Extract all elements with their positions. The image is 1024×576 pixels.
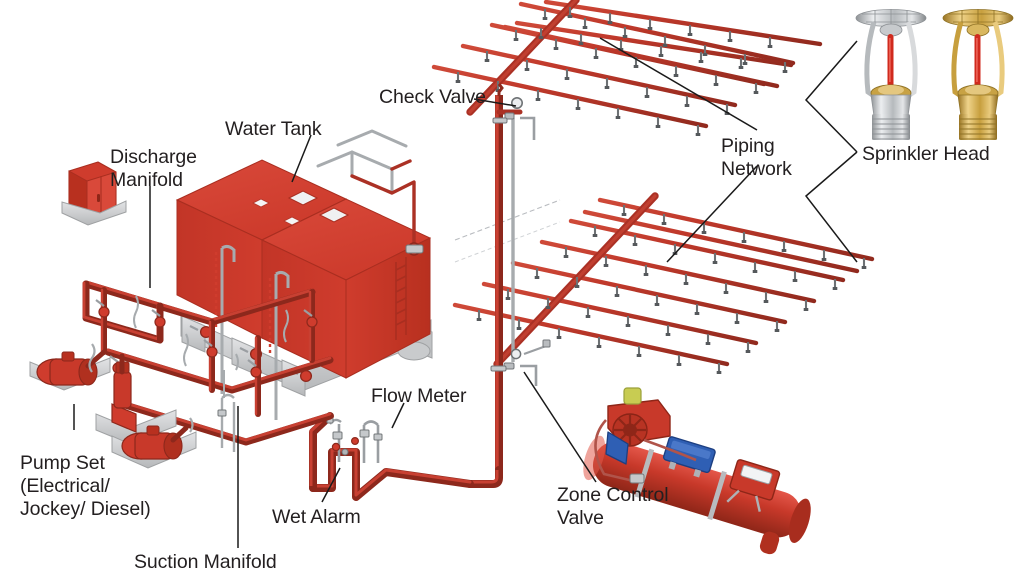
suction-gauges [217, 370, 236, 452]
label-suction-manifold: Suction Manifold [134, 551, 277, 573]
pump-set [29, 343, 197, 469]
brass-sprinkler-head [942, 9, 1014, 140]
label-sprinkler-head: Sprinkler Head [862, 143, 990, 165]
chrome-sprinkler-head [855, 9, 927, 140]
wet-alarm-valve-station [326, 417, 349, 462]
label-discharge-manifold: Discharge Manifold [110, 146, 197, 191]
riser-lower-fitting [490, 339, 551, 386]
label-zone-control-valve: Zone Control Valve [557, 484, 669, 529]
sprinkler-head-photos [843, 0, 1019, 140]
control-panel-cabinet [61, 161, 127, 226]
main-riser [466, 83, 523, 488]
flow-meter-assembly [351, 420, 383, 463]
label-water-tank: Water Tank [225, 118, 322, 140]
label-piping-network: Piping Network [721, 135, 792, 180]
leader-lines [73, 37, 858, 548]
label-wet-alarm: Wet Alarm [272, 506, 361, 528]
piping-grid-lower [452, 192, 875, 376]
label-check-valve: Check Valve [379, 86, 486, 108]
label-flow-meter: Flow Meter [371, 385, 467, 407]
zone-control-valve [583, 387, 811, 555]
label-pump-set: Pump Set (Electrical/ Jockey/ Diesel) [20, 452, 151, 520]
